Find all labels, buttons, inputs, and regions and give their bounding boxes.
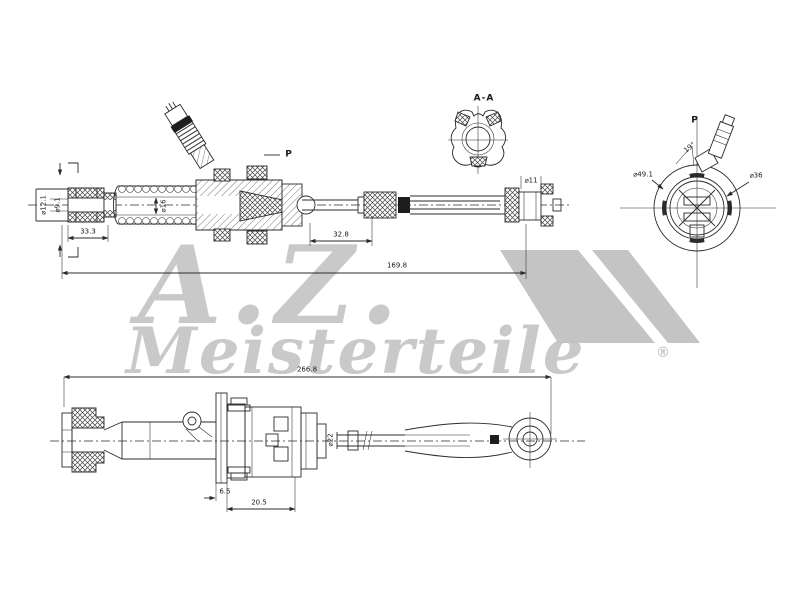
section-aa-title: A-A bbox=[473, 93, 495, 104]
dia-16-label: ⌀16 bbox=[159, 199, 168, 213]
watermark-swoosh bbox=[500, 250, 700, 343]
dim-33-3-label: 33.3 bbox=[80, 227, 96, 236]
rear-port-fitting bbox=[707, 114, 736, 159]
dim-20-5-label: 20.5 bbox=[251, 498, 267, 507]
inlet-tube bbox=[164, 101, 215, 170]
dia-12-1-label: ⌀12.1 bbox=[39, 195, 48, 215]
dim-169-8-label: 169.8 bbox=[386, 261, 408, 270]
port-p-label: P bbox=[285, 149, 293, 160]
dia-11-label: ⌀11 bbox=[524, 176, 538, 185]
dia-36-label: ⌀36 bbox=[749, 171, 763, 180]
dim-266-8-label: 266.8 bbox=[296, 365, 318, 374]
section-aa-view bbox=[448, 106, 508, 174]
rear-view bbox=[620, 114, 776, 288]
dim-6-5-label: 6.5 bbox=[219, 487, 231, 496]
bottom-side-view bbox=[50, 374, 585, 512]
dia-49-1-label: ⌀49.1 bbox=[633, 170, 653, 179]
dia-9-1-label: ⌀9.1 bbox=[53, 197, 62, 213]
dim-32-8-label: 32.8 bbox=[333, 230, 349, 239]
dia-22-label: ⌀22 bbox=[326, 433, 335, 447]
rear-port-p-label: P bbox=[691, 115, 699, 126]
side-section-view bbox=[28, 101, 572, 279]
